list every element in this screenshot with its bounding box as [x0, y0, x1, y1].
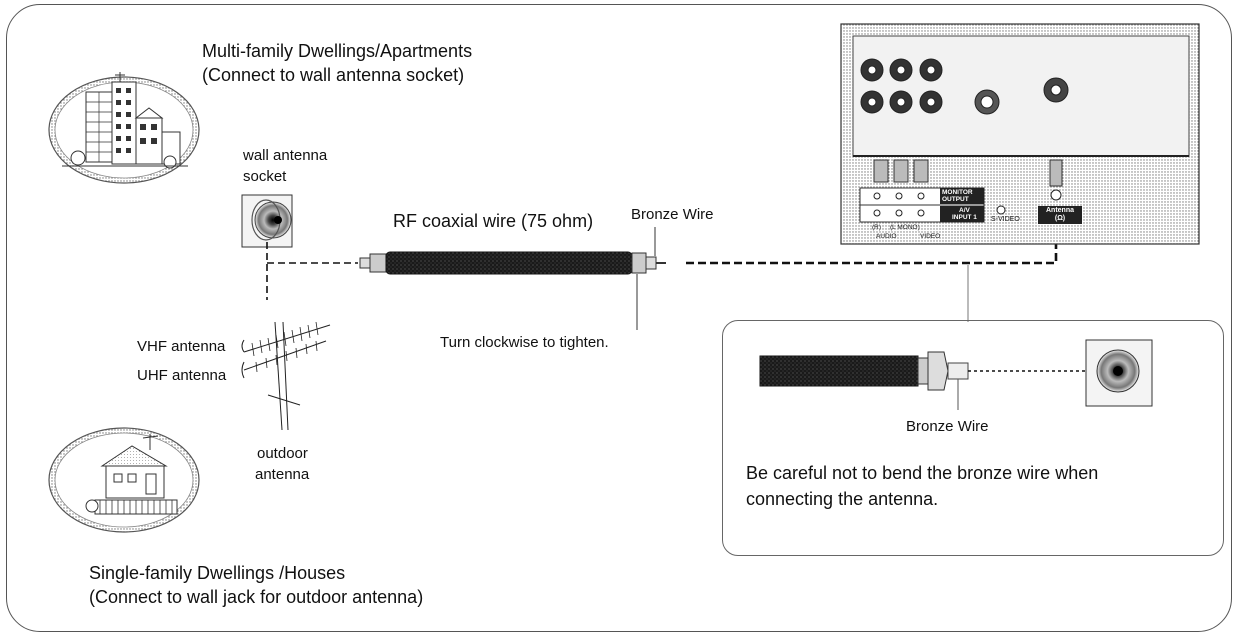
- rf-coaxial-cable: [359, 227, 666, 330]
- caution-text-line1: Be careful not to bend the bronze wire w…: [746, 463, 1099, 483]
- houses-subtitle: (Connect to wall jack for outdoor antenn…: [89, 587, 424, 607]
- audio-r-label: (R): [872, 224, 882, 231]
- diagram-frame: [6, 4, 1232, 632]
- coaxial-cable-title: RF coaxial wire (75 ohm): [393, 211, 594, 231]
- uhf-antenna-label: UHF antenna: [137, 367, 227, 384]
- outdoor-antenna-label-line2: antenna: [255, 466, 310, 483]
- bronze-wire-caution-inset: [722, 320, 1224, 556]
- outdoor-antenna-illustration: [241, 321, 331, 431]
- wall-socket-label-line2: socket: [243, 168, 287, 185]
- vhf-antenna-label: VHF antenna: [137, 338, 226, 355]
- wall-socket-label-line1: wall antenna: [243, 147, 328, 164]
- audio-label: AUDIO: [876, 233, 897, 240]
- apartment-buildings-illustration: [48, 72, 200, 184]
- video-label: VIDEO: [920, 233, 941, 240]
- apartments-title: Multi-family Dwellings/Apartments: [202, 41, 473, 61]
- antenna-port-label: Antenna(Ω): [1046, 207, 1074, 222]
- svideo-label: S-VIDEO: [991, 216, 1020, 223]
- tighten-instruction: Turn clockwise to tighten.: [440, 334, 609, 351]
- audio-mono-label: (L MONO): [890, 224, 920, 231]
- inset-bronze-wire-label: Bronze Wire: [906, 418, 989, 435]
- dashed-connection-lines: [266, 242, 358, 300]
- tv-rear-panel: [840, 23, 1200, 245]
- caution-text-line2: connecting the antenna.: [746, 489, 939, 509]
- houses-title: Single-family Dwellings /Houses: [89, 563, 346, 583]
- bronze-wire-label: Bronze Wire: [631, 206, 714, 223]
- inset-connector-illustration: [759, 339, 1153, 410]
- house-illustration: [48, 427, 200, 533]
- outdoor-antenna-label-line1: outdoor: [257, 445, 308, 462]
- apartments-subtitle: (Connect to wall antenna socket): [202, 65, 465, 85]
- wall-antenna-socket-illustration: [241, 194, 293, 248]
